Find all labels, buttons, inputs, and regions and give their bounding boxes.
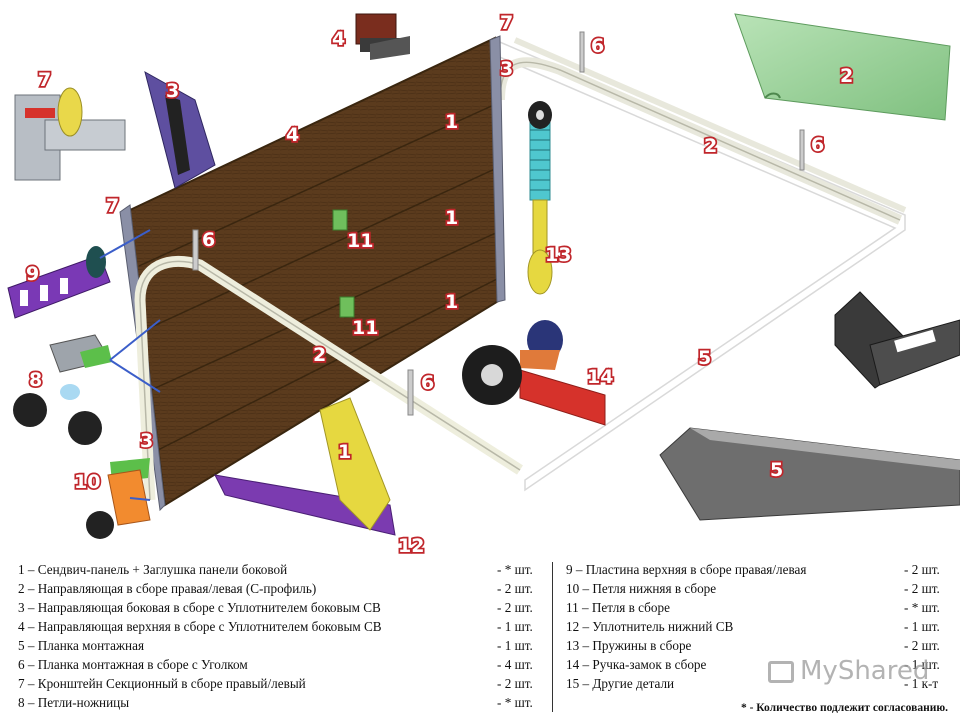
bottom-seal: [214, 397, 396, 536]
label-7-left: 7: [38, 69, 51, 91]
legend-item-qty: - 2 шт.: [497, 600, 533, 615]
label-1-d: 1: [338, 441, 351, 463]
label-5-frame: 5: [698, 347, 711, 369]
mount-plate-6a: [579, 31, 585, 73]
legend-item-qty: - * шт.: [497, 562, 533, 577]
label-3-left: 3: [166, 80, 179, 102]
legend-item-text: 5 – Планка монтажная: [18, 638, 145, 653]
legend-item-text: 9 – Пластина верхняя в сборе правая/лева…: [566, 562, 807, 577]
label-5-strip: 5: [770, 459, 783, 481]
label-3-low: 3: [140, 430, 153, 452]
legend-item-qty: - 4 шт.: [497, 657, 533, 672]
spring-assembly: [527, 101, 553, 295]
label-11-a: 11: [347, 230, 373, 252]
legend-divider: [552, 562, 553, 712]
label-1-c: 1: [445, 291, 458, 313]
angle-bracket: [834, 291, 960, 389]
door-panel: [119, 35, 506, 512]
legend-item-text: 8 – Петли-ножницы: [18, 695, 130, 710]
label-9: 9: [26, 263, 39, 285]
watermark: MyShared: [768, 656, 929, 686]
mounting-strip: [659, 427, 960, 521]
legend-item-qty: - 1 шт.: [497, 619, 533, 634]
label-7-top: 7: [500, 12, 513, 34]
top-rail-profile: [355, 13, 410, 60]
handle-lock: [462, 320, 606, 426]
legend-item-text: 13 – Пружины в сборе: [566, 638, 692, 653]
mount-plate-6c: [192, 229, 199, 271]
watermark-icon: [768, 660, 794, 683]
label-3-top: 3: [500, 58, 513, 80]
scissor-hinge: [13, 334, 112, 445]
legend-item-qty: - 1 шт.: [497, 638, 533, 653]
label-4: 4: [332, 28, 345, 50]
parts-legend: 1 – Сендвич-панель + Заглушка панели бок…: [0, 558, 960, 720]
legend-item-text: 4 – Направляющая верхняя в сборе с Уплот…: [18, 619, 382, 634]
legend-item-text: 10 – Петля нижняя в сборе: [566, 581, 717, 596]
label-11-b: 11: [352, 317, 378, 339]
label-14: 14: [587, 366, 613, 388]
label-8: 8: [29, 369, 42, 391]
hinge-11-upper: [332, 209, 348, 231]
c-profile-rail: [734, 13, 951, 121]
legend-item-qty: - 2 шт.: [497, 581, 533, 596]
label-1-b: 1: [445, 207, 458, 229]
mount-plate-6b: [799, 129, 805, 171]
connector-lines: [99, 229, 161, 501]
legend-item-text: 12 – Уплотнитель нижний СВ: [566, 619, 734, 634]
legend-item-text: 15 – Другие детали: [566, 676, 675, 691]
label-13: 13: [545, 244, 571, 266]
hinge-11-lower: [339, 296, 355, 318]
label-2-green: 2: [840, 65, 853, 87]
legend-item-text: 2 – Направляющая в сборе правая/левая (С…: [18, 581, 317, 596]
legend-item-text: 6 – Планка монтажная в сборе с Уголком: [18, 657, 248, 672]
side-rail-profile: [144, 70, 216, 189]
legend-item-text: 1 – Сендвич-панель + Заглушка панели бок…: [18, 562, 288, 577]
legend-item-qty: - 1 шт.: [904, 619, 940, 634]
label-12: 12: [398, 535, 424, 557]
legend-item-text: 3 – Направляющая боковая в сборе с Уплот…: [18, 600, 381, 615]
legend-item-qty: - * шт.: [904, 600, 940, 615]
legend-item-text: 11 – Петля в сборе: [566, 600, 670, 615]
legend-item-text: 7 – Кронштейн Секционный в сборе правый/…: [18, 676, 306, 691]
label-6-low: 6: [421, 372, 434, 394]
label-7-mid: 7: [106, 195, 119, 217]
legend-item-text: 14 – Ручка-замок в сборе: [566, 657, 707, 672]
legend-item-qty: - 1 к-т: [904, 676, 939, 691]
bottom-hinge: [86, 458, 151, 539]
legend-item-qty: - * шт.: [497, 695, 533, 710]
legend-item-qty: - 2 шт.: [904, 562, 940, 577]
section-bracket: [14, 87, 126, 181]
label-1-a: 1: [445, 111, 458, 133]
legend-item-qty: - 1 шт.: [904, 657, 940, 672]
label-10: 10: [74, 471, 100, 493]
legend-item-qty: - 2 шт.: [497, 676, 533, 691]
top-plate: [7, 246, 111, 319]
label-2-low: 2: [313, 344, 326, 366]
label-6-right: 6: [811, 134, 824, 156]
mount-plate-6d: [407, 369, 414, 416]
label-6-mid: 6: [202, 229, 215, 251]
legend-item-qty: - 2 шт.: [904, 581, 940, 596]
label-4-mid: 4: [286, 124, 299, 146]
quantity-note: * - Количество подлежит согласованию.: [740, 702, 948, 714]
label-2-mid: 2: [704, 135, 717, 157]
legend-item-qty: - 2 шт.: [904, 638, 940, 653]
label-6-top: 6: [591, 35, 604, 57]
